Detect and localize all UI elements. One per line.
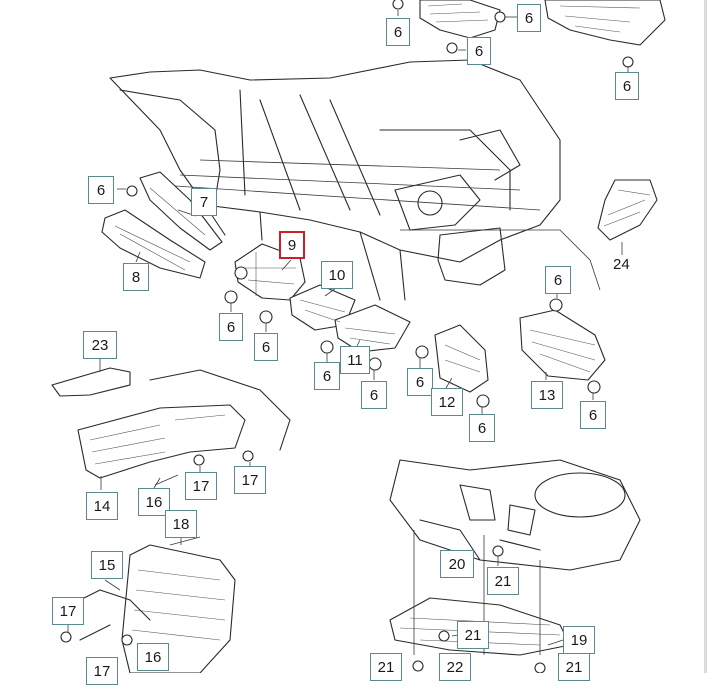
- callout-19[interactable]: 19: [563, 626, 595, 654]
- callout-6[interactable]: 6: [254, 333, 278, 361]
- underbody-floor: [109, 59, 601, 301]
- bracket-13: [519, 298, 606, 394]
- bracket-10-11: [289, 284, 411, 371]
- callout-11[interactable]: 11: [340, 346, 370, 374]
- callout-23[interactable]: 23: [83, 331, 117, 359]
- callout-21[interactable]: 21: [558, 653, 590, 681]
- callout-6[interactable]: 6: [407, 368, 433, 396]
- callout-6[interactable]: 6: [386, 18, 410, 46]
- callout-9-selected[interactable]: 9: [279, 231, 305, 259]
- callout-16[interactable]: 16: [138, 488, 170, 516]
- callout-6[interactable]: 6: [517, 4, 541, 32]
- callout-21[interactable]: 21: [457, 621, 489, 649]
- callout-6[interactable]: 6: [580, 401, 606, 429]
- callout-8[interactable]: 8: [123, 263, 149, 291]
- callout-13[interactable]: 13: [531, 381, 563, 409]
- callout-18[interactable]: 18: [165, 510, 197, 538]
- panel-15: [60, 536, 236, 673]
- callout-17[interactable]: 17: [52, 597, 84, 625]
- callout-6[interactable]: 6: [88, 176, 114, 204]
- part-24: [597, 179, 658, 255]
- callout-6[interactable]: 6: [545, 266, 571, 294]
- callout-15[interactable]: 15: [91, 551, 123, 579]
- callout-21[interactable]: 21: [487, 567, 519, 595]
- callout-6[interactable]: 6: [219, 313, 243, 341]
- shield-23-14: [51, 367, 291, 486]
- scroll-edge: [704, 0, 707, 673]
- callout-14[interactable]: 14: [86, 492, 118, 520]
- callout-7[interactable]: 7: [191, 188, 217, 216]
- callout-20[interactable]: 20: [440, 550, 474, 578]
- bracket-12: [415, 324, 490, 408]
- callout-21[interactable]: 21: [370, 653, 402, 681]
- callout-6[interactable]: 6: [467, 37, 491, 65]
- callout-10[interactable]: 10: [321, 261, 353, 289]
- callout-6[interactable]: 6: [314, 362, 340, 390]
- callout-16[interactable]: 16: [137, 643, 169, 671]
- callout-6[interactable]: 6: [361, 381, 387, 409]
- callout-22[interactable]: 22: [439, 653, 471, 681]
- top-assembly: [392, 0, 666, 68]
- label-24: 24: [613, 256, 630, 273]
- callout-17[interactable]: 17: [86, 657, 118, 685]
- callout-6[interactable]: 6: [615, 72, 639, 100]
- callout-12[interactable]: 12: [431, 388, 463, 416]
- callout-17[interactable]: 17: [185, 472, 217, 500]
- callout-6[interactable]: 6: [469, 414, 495, 442]
- callout-17[interactable]: 17: [234, 466, 266, 494]
